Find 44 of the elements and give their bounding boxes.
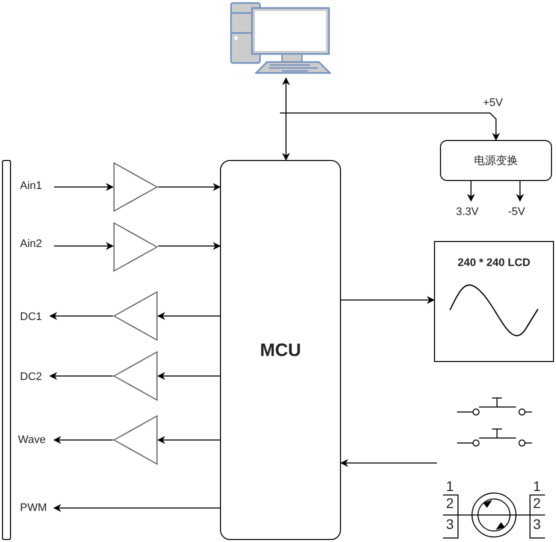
arrow: [53, 436, 114, 444]
arrow: [467, 180, 475, 202]
pin-number: 1: [446, 478, 454, 495]
signal-label: Ain1: [20, 179, 50, 194]
signal-label: DC2: [20, 370, 46, 385]
arrow: [157, 436, 220, 444]
signal-label: PWM: [20, 501, 50, 516]
arrow: [282, 77, 290, 161]
arrow: [158, 242, 221, 250]
arrow: [54, 183, 114, 191]
signal-label: Wave: [18, 433, 50, 448]
arrow: [158, 183, 221, 191]
pin-number: 3: [446, 516, 454, 533]
amplifier-triangle: [113, 291, 158, 341]
signal-label: 3.3V: [456, 205, 486, 220]
arrow: [340, 296, 435, 304]
chip-label: MCU: [260, 339, 301, 361]
amplifier-triangle: [113, 415, 158, 465]
node-label: 240 * 240 LCD: [458, 256, 530, 270]
amplifier-triangle: [113, 162, 158, 212]
arrow: [54, 242, 114, 250]
lcd-display: [434, 241, 554, 362]
pin-number: 2: [533, 495, 541, 512]
node-label: 电源变换: [474, 154, 518, 168]
arrow: [49, 372, 114, 380]
amplifier-triangle: [113, 351, 158, 401]
arrow: [157, 312, 220, 320]
signal-label: -5V: [508, 205, 532, 220]
signal-label: DC1: [20, 310, 46, 325]
arrow: [53, 504, 220, 512]
pin-number: 2: [446, 495, 454, 512]
pin-number: 3: [533, 516, 541, 533]
pin-number: 1: [533, 478, 541, 495]
power-converter-box: [440, 140, 552, 181]
arrow: [157, 372, 220, 380]
arrow: [280, 112, 500, 141]
arrow: [340, 459, 438, 467]
connector-strip: [2, 160, 11, 540]
arrow: [516, 180, 524, 202]
amplifier-triangle: [113, 222, 158, 272]
signal-label: Ain2: [20, 237, 50, 252]
mcu-block: [220, 160, 341, 540]
arrow: [49, 312, 114, 320]
computer-icon: [230, 2, 330, 74]
